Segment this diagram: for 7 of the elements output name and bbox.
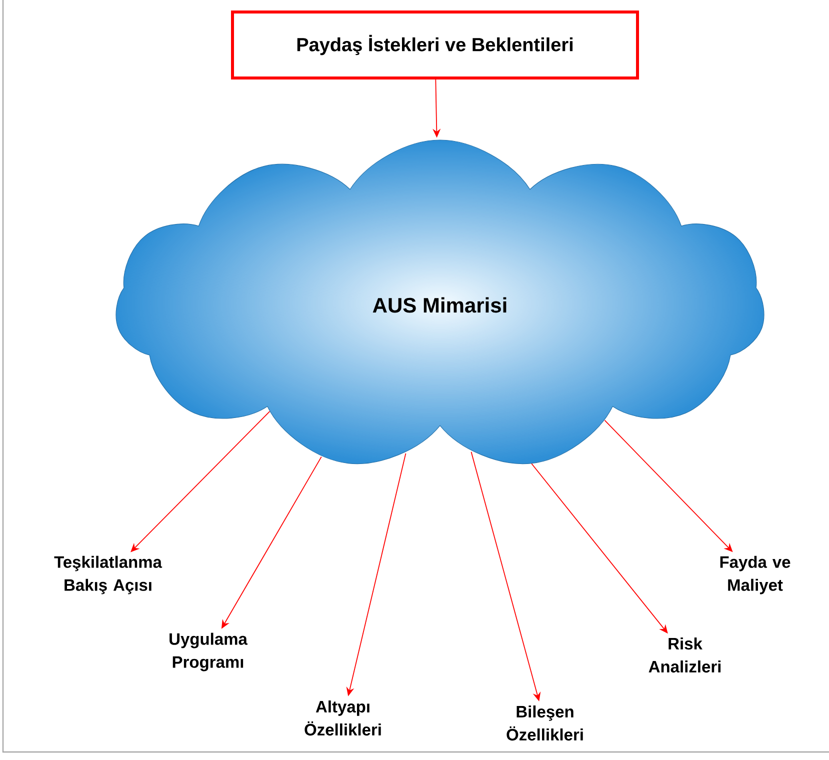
- label-text: Uygulama Programı: [170, 632, 248, 672]
- label-text: Bileşen Özellikleri: [506, 705, 583, 741]
- label-text: Fayda ve Maliyet: [720, 556, 790, 594]
- label-text: Risk Analizleri: [648, 637, 721, 673]
- label-text: Altyapı Özellikleri: [304, 700, 381, 736]
- label-text: Teşkilatlanma Bakış Açısı: [54, 556, 162, 594]
- title-box: Paydaş İstekleri ve Beklentileri: [231, 10, 639, 80]
